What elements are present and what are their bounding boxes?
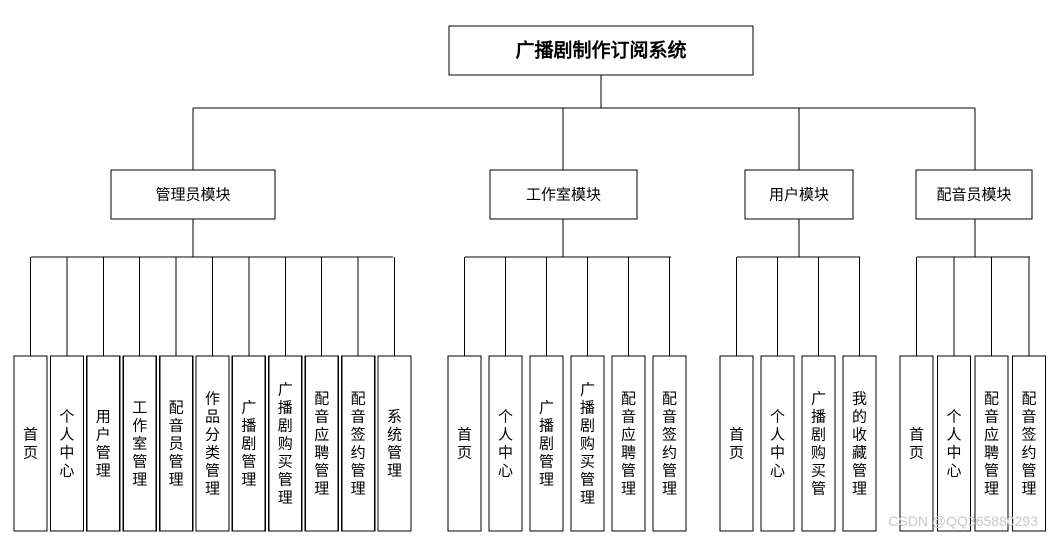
leaf-label: 广播剧购买管理 — [278, 381, 293, 507]
module-box-1 — [110, 169, 276, 220]
module-label-2: 工作室模块 — [526, 186, 601, 204]
leaf-label: 广播剧管理 — [241, 399, 256, 489]
leaf-box — [447, 355, 482, 532]
leaf-label: 个人中心 — [770, 408, 785, 480]
leaf-label: 工作室管理 — [132, 399, 147, 489]
leaf-label: 用户管理 — [96, 408, 111, 480]
module-box-3 — [744, 169, 854, 220]
module-label-1: 管理员模块 — [155, 186, 230, 204]
leaf-label: 广播剧购买管理 — [580, 381, 595, 507]
module-box-2 — [489, 169, 638, 220]
leaf-label: 配音应聘管理 — [621, 390, 636, 498]
leaf-label: 我的收藏管理 — [852, 390, 867, 498]
leaf-box — [719, 355, 754, 532]
leaf-box — [86, 355, 121, 532]
leaf-box — [652, 355, 687, 532]
csdn-watermark: CSDN @QQ365880293 — [888, 513, 1038, 529]
leaf-box — [268, 355, 303, 532]
leaf-box — [13, 355, 48, 532]
module-box-4 — [915, 169, 1033, 220]
leaf-label: 首页 — [23, 426, 38, 462]
leaf-box — [377, 355, 412, 532]
leaf-label: 个人中心 — [946, 408, 961, 480]
leaf-label: 首页 — [909, 426, 924, 462]
leaf-box — [974, 355, 1009, 532]
leaf-label: 作品分类管理 — [205, 390, 220, 498]
leaf-box — [936, 355, 972, 532]
leaf-box — [158, 355, 194, 532]
root-node-box — [448, 25, 754, 76]
leaf-label: 个人中心 — [498, 408, 513, 480]
leaf-label: 广播剧管理 — [539, 399, 554, 489]
leaf-box — [801, 355, 836, 532]
leaf-label: 配音员管理 — [169, 399, 184, 489]
module-label-3: 用户模块 — [769, 186, 829, 204]
leaf-box — [760, 355, 795, 532]
leaf-box — [340, 355, 376, 532]
leaf-box — [1011, 355, 1047, 532]
leaf-box — [488, 355, 523, 532]
leaf-box — [304, 355, 339, 532]
leaf-box — [570, 355, 605, 532]
module-label-4: 配音员模块 — [936, 186, 1011, 204]
leaf-label: 配音签约管理 — [1021, 390, 1036, 498]
leaf-label: 配音应聘管理 — [984, 390, 999, 498]
leaf-box — [529, 355, 564, 532]
leaf-label: 首页 — [729, 426, 744, 462]
leaf-label: 配音签约管理 — [662, 390, 677, 498]
leaf-box — [842, 355, 877, 532]
root-node-label: 广播剧制作订阅系统 — [515, 39, 686, 62]
leaf-label: 广播剧购买管 — [811, 390, 826, 498]
leaf-box — [49, 355, 85, 532]
leaf-box — [899, 355, 934, 532]
leaf-label: 配音签约管理 — [351, 390, 366, 498]
leaf-box — [122, 355, 157, 532]
leaf-box — [195, 355, 230, 532]
leaf-label: 个人中心 — [59, 408, 74, 480]
leaf-label: 首页 — [457, 426, 472, 462]
leaf-label: 配音应聘管理 — [314, 390, 329, 498]
leaf-label: 系统管理 — [387, 408, 402, 480]
leaf-box — [611, 355, 646, 532]
leaf-box — [231, 355, 267, 532]
